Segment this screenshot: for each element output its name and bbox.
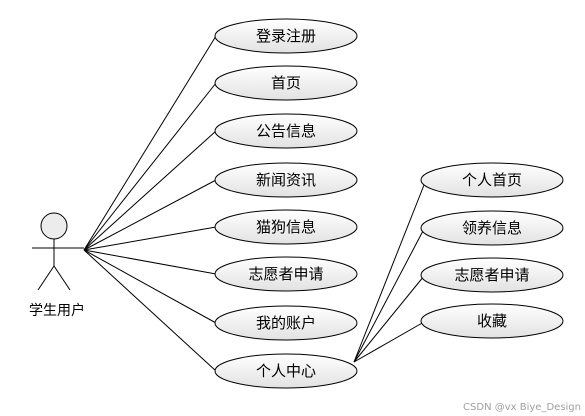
use-case-favorites: 收藏: [420, 303, 564, 339]
use-case-personal-home: 个人首页: [420, 162, 564, 198]
assoc-volunteer: [83, 249, 217, 275]
actor-left-leg: [37, 265, 55, 291]
use-case-label: 个人首页: [462, 171, 522, 189]
use-case-label: 首页: [271, 74, 301, 92]
actor-label: 学生用户: [29, 302, 85, 319]
assoc-login: [83, 35, 217, 251]
use-case-login: 登录注册: [214, 18, 358, 54]
use-case-list: 登录注册 首页 公告信息 新闻资讯 猫狗信息 志愿者申请 我的账户 个人中心: [214, 18, 358, 389]
actor-head: [40, 212, 68, 240]
use-case-center: 个人中心: [214, 353, 358, 389]
use-case-home: 首页: [214, 65, 358, 101]
use-case-volunteer-apply: 志愿者申请: [420, 257, 564, 293]
assoc-pets: [83, 226, 217, 251]
use-case-news: 新闻资讯: [214, 162, 358, 198]
assoc-news: [83, 179, 217, 251]
assoc-notice: [83, 130, 217, 251]
use-case-adoption: 领养信息: [420, 210, 564, 246]
assoc-account: [83, 249, 217, 324]
use-case-label: 猫狗信息: [256, 218, 316, 236]
assoc-adoption: [353, 228, 425, 363]
assoc-favorites: [353, 321, 425, 363]
use-case-label: 志愿者申请: [248, 265, 323, 283]
actor-associations: [83, 35, 217, 372]
use-case-label: 新闻资讯: [256, 171, 316, 189]
assoc-home: [83, 82, 217, 251]
use-case-volunteer: 志愿者申请: [214, 256, 358, 292]
use-case-label: 收藏: [477, 312, 507, 330]
center-associations: [353, 179, 427, 363]
sub-use-case-list: 个人首页 领养信息 志愿者申请 收藏: [420, 162, 564, 339]
assoc-personal-home: [353, 179, 427, 363]
use-case-pets: 猫狗信息: [214, 209, 358, 245]
use-case-label: 志愿者申请: [454, 266, 529, 284]
actor-right-leg: [53, 265, 71, 291]
assoc-center: [83, 249, 217, 372]
use-case-label: 我的账户: [256, 314, 316, 332]
use-case-notice: 公告信息: [214, 113, 358, 149]
stick-figure-actor-icon: [32, 212, 84, 291]
use-case-label: 个人中心: [256, 362, 316, 380]
use-case-label: 登录注册: [256, 27, 316, 45]
use-case-label: 公告信息: [256, 122, 316, 140]
use-case-account: 我的账户: [214, 305, 358, 341]
use-case-label: 领养信息: [462, 219, 522, 237]
watermark: CSDN @vx Biye_Design: [463, 402, 581, 413]
assoc-volunteer-apply: [353, 275, 425, 363]
